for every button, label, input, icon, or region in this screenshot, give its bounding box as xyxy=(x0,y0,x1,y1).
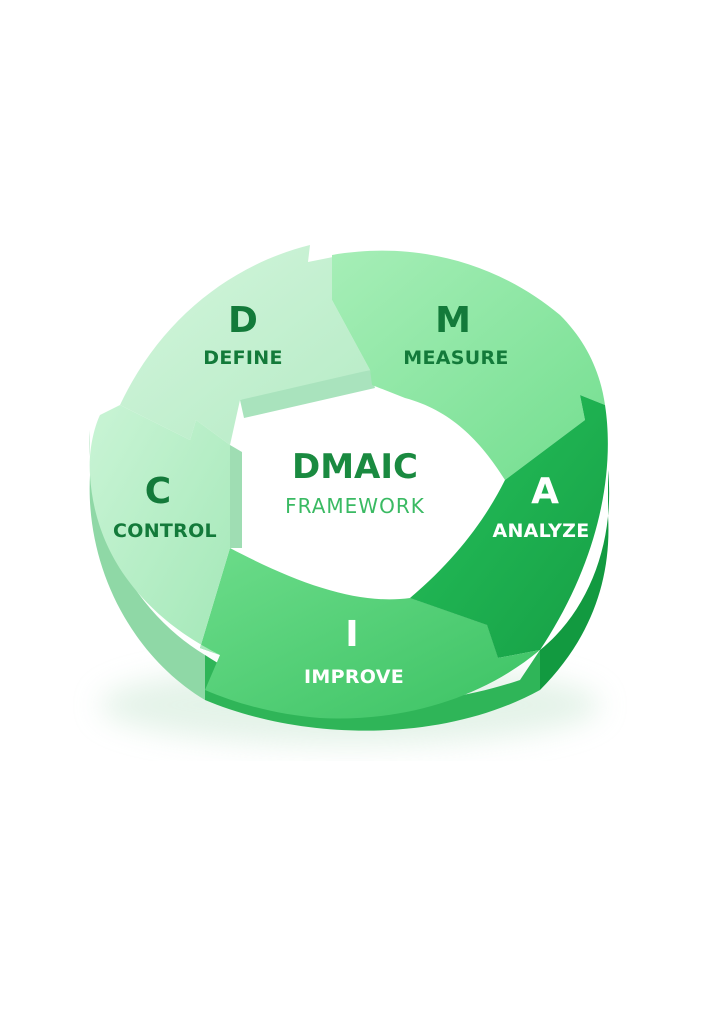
segment-analyze[interactable] xyxy=(410,395,608,658)
segment-measure[interactable] xyxy=(332,250,605,480)
center-title: DMAIC xyxy=(292,447,418,487)
measure-label: MEASURE xyxy=(403,347,508,369)
measure-letter: M xyxy=(435,300,471,341)
analyze-label: ANALYZE xyxy=(492,520,589,542)
segment-control[interactable] xyxy=(89,405,230,655)
segments xyxy=(89,245,608,719)
side-analyze xyxy=(540,470,610,690)
center-subtitle: FRAMEWORK xyxy=(285,494,425,518)
side-control xyxy=(89,430,205,700)
define-label: DEFINE xyxy=(203,347,282,369)
control-letter: C xyxy=(145,471,171,512)
segment-define[interactable] xyxy=(120,245,370,445)
define-letter: D xyxy=(228,300,258,341)
improve-label: IMPROVE xyxy=(304,666,404,688)
segment-control-edge xyxy=(230,445,242,548)
segment-improve[interactable] xyxy=(200,548,540,719)
segment-define-edge xyxy=(240,370,375,418)
center-title-group: DMAIC FRAMEWORK xyxy=(285,447,425,518)
analyze-letter: A xyxy=(531,471,559,512)
phase-labels: D DEFINE M MEASURE A ANALYZE I IMPROVE C… xyxy=(113,300,589,688)
improve-letter: I xyxy=(345,614,358,655)
control-label: CONTROL xyxy=(113,520,217,542)
